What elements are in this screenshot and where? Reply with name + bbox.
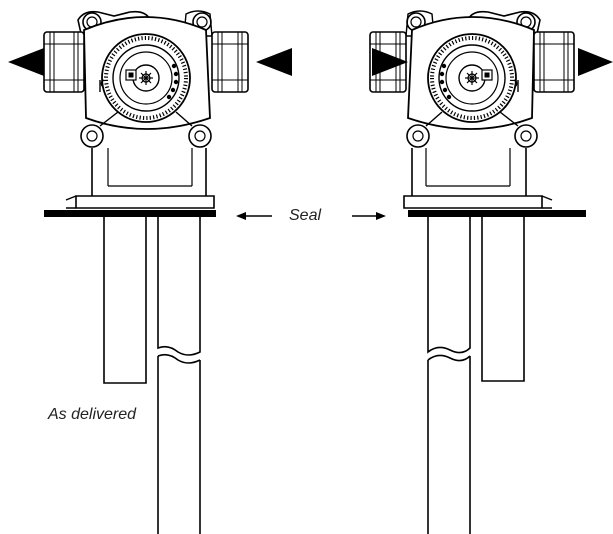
arrow-right-icon (578, 48, 613, 76)
valve-right (368, 9, 613, 534)
seal-arrow-icon (236, 212, 246, 220)
seal-label: Seal (289, 207, 322, 224)
arrow-left-icon (8, 48, 44, 76)
as-delivered-label: As delivered (48, 406, 137, 423)
valve-left (8, 9, 292, 534)
seal-plate-right (408, 210, 586, 217)
seal-arrow-left (236, 212, 272, 220)
seal-plate-left (44, 210, 216, 217)
seal-arrow-right (352, 212, 386, 220)
arrow-left-icon (256, 48, 292, 76)
long-tube-right-upper (427, 217, 471, 354)
seal-arrow-icon (376, 212, 386, 220)
short-tube-left (103, 217, 147, 384)
short-tube-right (481, 217, 525, 382)
arrow-right-icon (372, 48, 408, 76)
long-tube-left-upper (157, 217, 201, 356)
